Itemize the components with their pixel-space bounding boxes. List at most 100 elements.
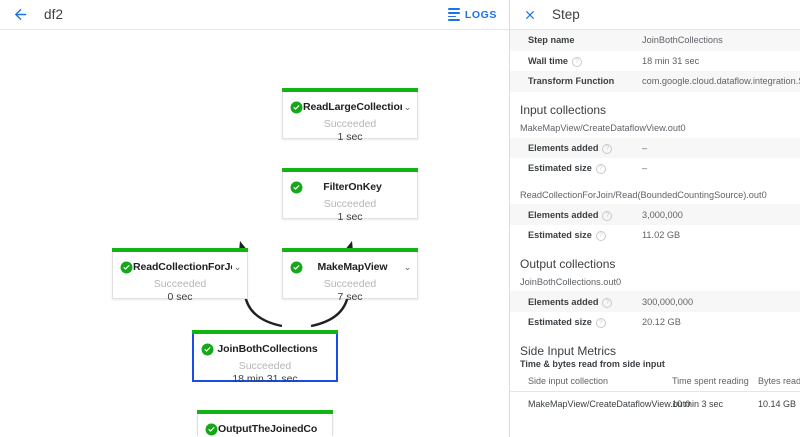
detail-key-label: Elements added — [528, 209, 599, 220]
node-status-bar — [282, 168, 418, 172]
detail-row-value: com.google.cloud.dataflow.integration.Si… — [642, 76, 800, 87]
success-check-icon — [120, 261, 133, 274]
chevron-down-icon[interactable]: ⌄ — [403, 101, 412, 112]
success-check-icon — [290, 261, 303, 274]
table-cell: 10 min 3 sec — [672, 398, 724, 409]
detail-row-key: Elements added? — [510, 204, 642, 225]
job-toolbar: df2 LOGS — [0, 0, 509, 30]
group-spacer — [510, 179, 800, 188]
help-icon[interactable]: ? — [595, 231, 606, 242]
detail-row: Wall time?18 min 31 sec — [510, 51, 800, 72]
detail-row-key: Transform Function — [510, 71, 642, 92]
detail-row-key: Elements added? — [510, 291, 642, 312]
logs-button[interactable]: LOGS — [447, 8, 497, 21]
side-input-metrics-subheading: Time & bytes read from side input — [520, 358, 665, 369]
help-icon[interactable]: ? — [602, 143, 613, 154]
column-header: Side input collection — [510, 372, 672, 392]
node-duration-label: 7 sec — [337, 291, 363, 303]
node-status-label: Succeeded — [238, 360, 292, 372]
side-input-metrics-heading: Side Input Metrics — [520, 343, 617, 358]
help-icon[interactable]: ? — [602, 297, 613, 308]
help-icon[interactable]: ? — [595, 318, 606, 329]
detail-row: Elements added? – — [510, 137, 800, 159]
collection-name: JoinBothCollections.out0 — [520, 276, 622, 287]
node-name: ReadCollectionForJoin — [133, 261, 232, 273]
detail-row-value: 3,000,000 — [642, 209, 683, 220]
collection-metrics-table: Elements added?–Estimated size?– — [510, 137, 800, 179]
chevron-down-icon[interactable]: ⌄ — [233, 261, 242, 272]
node-status-label: Succeeded — [153, 278, 207, 290]
arrow-back-icon[interactable] — [10, 5, 30, 25]
detail-key-label: Elements added — [528, 142, 599, 153]
detail-row: Elements added?3,000,000 — [510, 204, 800, 225]
help-icon[interactable]: ? — [595, 164, 606, 175]
node-duration-label: 0 sec — [167, 291, 193, 303]
table-cell: 10.14 GB — [758, 398, 797, 409]
node-name: FilterOnKey — [323, 181, 382, 193]
success-check-icon — [201, 343, 214, 356]
detail-row: Estimated size?20.12 GB — [510, 312, 800, 333]
node-status-bar — [282, 88, 418, 92]
detail-row-value: 18 min 31 sec — [642, 55, 700, 66]
detail-row: Estimated size?11.02 GB — [510, 225, 800, 246]
detail-key-label: Elements added — [528, 296, 599, 307]
close-icon[interactable] — [522, 7, 538, 23]
page-title: df2 — [44, 7, 64, 22]
output-collections-heading: Output collections — [520, 256, 616, 271]
node-name: JoinBothCollections — [217, 343, 318, 355]
node-status-bar — [197, 410, 333, 414]
node-duration-label: 1 sec — [337, 131, 363, 143]
input-collections-heading: Input collections — [520, 102, 607, 117]
detail-key-label: Step name — [528, 35, 575, 46]
node-status-bar — [192, 330, 338, 334]
detail-row-value: 11.02 GB — [642, 230, 681, 241]
detail-key-label: Estimated size — [528, 317, 592, 328]
detail-row-value: 300,000,000 — [642, 296, 694, 307]
detail-row-key: Estimated size? — [510, 312, 642, 333]
detail-row: Elements added?300,000,000 — [510, 291, 800, 312]
collection-name: ReadCollectionForJoin/Read(BoundedCounti… — [520, 189, 767, 200]
node-name: OutputTheJoinedCollec… — [218, 423, 317, 435]
detail-row-key: Estimated size? — [510, 158, 642, 179]
detail-row: Estimated size?– — [510, 158, 800, 179]
detail-row-value: – — [642, 163, 648, 174]
logs-button-label: LOGS — [464, 8, 497, 21]
help-icon[interactable]: ? — [572, 56, 582, 67]
logs-icon — [447, 8, 460, 21]
node-status-bar — [112, 248, 248, 252]
detail-row-value: – — [642, 142, 648, 153]
success-check-icon — [290, 101, 303, 114]
detail-key-label: Wall time — [528, 55, 568, 66]
detail-row-key: Wall time? — [510, 51, 642, 72]
detail-key-label: Estimated size — [528, 230, 592, 241]
detail-row-key: Estimated size? — [510, 225, 642, 246]
node-status-label: Succeeded — [323, 198, 377, 210]
chevron-down-icon[interactable]: ⌄ — [403, 261, 412, 272]
node-status-label: Succeeded — [323, 278, 377, 290]
node-duration-label: 18 min 31 sec — [232, 373, 298, 385]
node-duration-label: 1 sec — [337, 211, 363, 223]
step-panel-header: Step — [510, 0, 800, 30]
help-icon[interactable]: ? — [602, 210, 613, 221]
success-check-icon — [205, 423, 218, 436]
